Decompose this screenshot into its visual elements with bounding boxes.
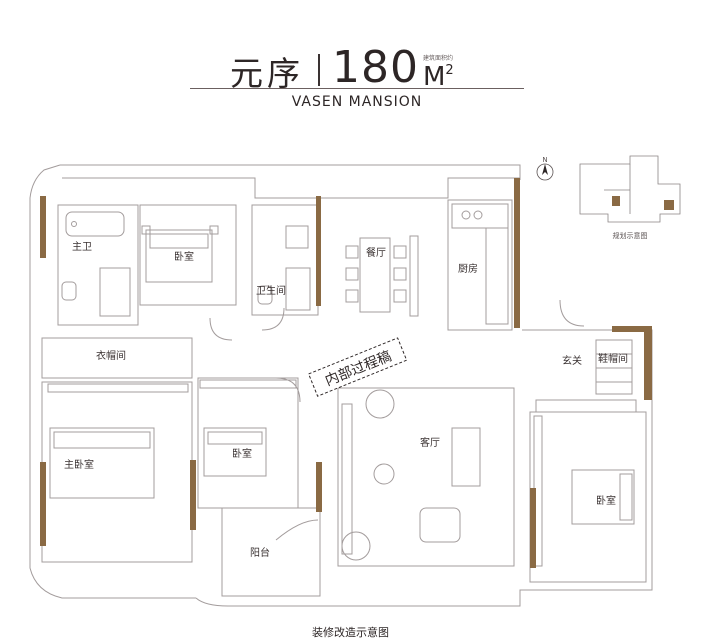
coffee-table (373, 463, 395, 485)
door-arc-3 (275, 377, 301, 403)
kitchen-counter-top (451, 203, 509, 229)
label-bedroom-right: 卧室 (596, 494, 616, 507)
pillow-master (53, 431, 151, 449)
shoe-cabinet (595, 339, 633, 395)
kitchen-counter-side (485, 227, 509, 325)
key-plan (579, 155, 681, 223)
outer-wall (29, 164, 653, 607)
pillow-mid (207, 431, 263, 445)
compass-letter: N (542, 156, 547, 164)
bed-top (145, 229, 213, 283)
accent-wall-2 (40, 462, 46, 546)
bed-mid (203, 427, 267, 477)
door-arc-1 (209, 317, 233, 341)
living-outline (337, 387, 515, 567)
accent-wall-6 (316, 462, 322, 512)
label-balcony: 阳台 (250, 546, 270, 559)
process-stamp: 内部过程稿 (307, 337, 408, 397)
chair-d6 (393, 289, 407, 303)
label-master-bath: 主卫 (72, 241, 92, 253)
nightstand-top-2 (209, 225, 219, 235)
project-name: 元序 (230, 54, 304, 93)
area-value: 180 (332, 42, 419, 93)
title-rule (190, 88, 524, 89)
label-living: 客厅 (420, 436, 440, 449)
vanity (99, 267, 131, 317)
shower-bath (285, 267, 311, 311)
armchair-1 (365, 389, 395, 419)
tv-cabinet (341, 403, 353, 555)
bathtub (65, 211, 125, 237)
unit-letter: M (422, 62, 446, 92)
chair-d5 (393, 267, 407, 281)
label-dining: 餐厅 (366, 246, 386, 259)
title-block: 元序 180 建筑面积约 M2 (196, 36, 536, 93)
bedroom-mid-outline (197, 377, 299, 509)
dining-table (359, 237, 391, 313)
chair-d4 (393, 245, 407, 259)
stove-1 (461, 210, 471, 220)
chair-d3 (345, 289, 359, 303)
unit-power: 2 (445, 63, 454, 78)
pillow-right (619, 473, 633, 521)
accent-wall-4 (316, 196, 321, 306)
label-cloakroom: 衣帽间 (96, 349, 126, 362)
lounge-chair (419, 507, 461, 543)
toilet-master (61, 281, 77, 301)
cloakroom-outline (41, 337, 193, 379)
kitchen-outline (447, 199, 513, 331)
label-bedroom-mid: 卧室 (232, 447, 252, 460)
bath-drain (71, 221, 77, 227)
title-divider (318, 54, 320, 86)
master-bedroom-outline (41, 381, 193, 563)
bed-master (49, 427, 155, 499)
door-arc-4 (559, 299, 585, 327)
door-arc-5 (275, 519, 319, 541)
pillow-top (149, 233, 209, 249)
area-unit: M2 (423, 64, 454, 90)
toilet-bath (257, 285, 273, 305)
stove-2 (473, 210, 483, 220)
area-note: 建筑面积约 (422, 55, 453, 62)
bathroom-outline (251, 204, 319, 316)
sofa (451, 427, 481, 487)
label-shoe-room: 鞋帽间 (598, 352, 628, 365)
label-kitchen: 厨房 (458, 262, 478, 275)
balcony-outline (221, 507, 321, 597)
armchair-2 (341, 531, 371, 561)
accent-walls (40, 178, 652, 568)
label-bathroom: 卫生间 (256, 284, 286, 297)
bedroom-right-outline (529, 411, 647, 583)
subtitle: VASEN MANSION (291, 94, 423, 110)
accent-wall-5 (514, 178, 520, 328)
sink-bath (285, 225, 309, 249)
dining-cabinet (409, 235, 419, 317)
master-bath-outline (57, 204, 139, 326)
label-entrance: 玄关 (562, 354, 582, 367)
entrance-bench (535, 399, 637, 413)
door-arc-2 (261, 307, 285, 331)
accent-wall-3 (190, 460, 196, 530)
area-unit-block: 建筑面积约 M2 (423, 53, 454, 90)
label-bedroom-top: 卧室 (174, 250, 194, 263)
accent-wall-1 (40, 196, 46, 258)
label-master-bedroom: 主卧室 (64, 458, 94, 471)
inner-outline (62, 177, 520, 199)
key-plan-label: 规划示意图 (613, 231, 648, 240)
wardrobe-mid (199, 379, 297, 389)
accent-wall-8 (644, 330, 652, 400)
chair-d2 (345, 267, 359, 281)
wardrobe-master (47, 383, 189, 393)
plan-caption: 装修改造示意图 (312, 626, 389, 639)
compass-icon: N (536, 156, 554, 181)
bedroom-top-outline (139, 204, 237, 306)
accent-wall-9 (612, 326, 652, 332)
bed-right (571, 469, 635, 525)
nightstand-top-1 (141, 225, 151, 235)
accent-wall-7 (530, 488, 536, 568)
chair-d1 (345, 245, 359, 259)
